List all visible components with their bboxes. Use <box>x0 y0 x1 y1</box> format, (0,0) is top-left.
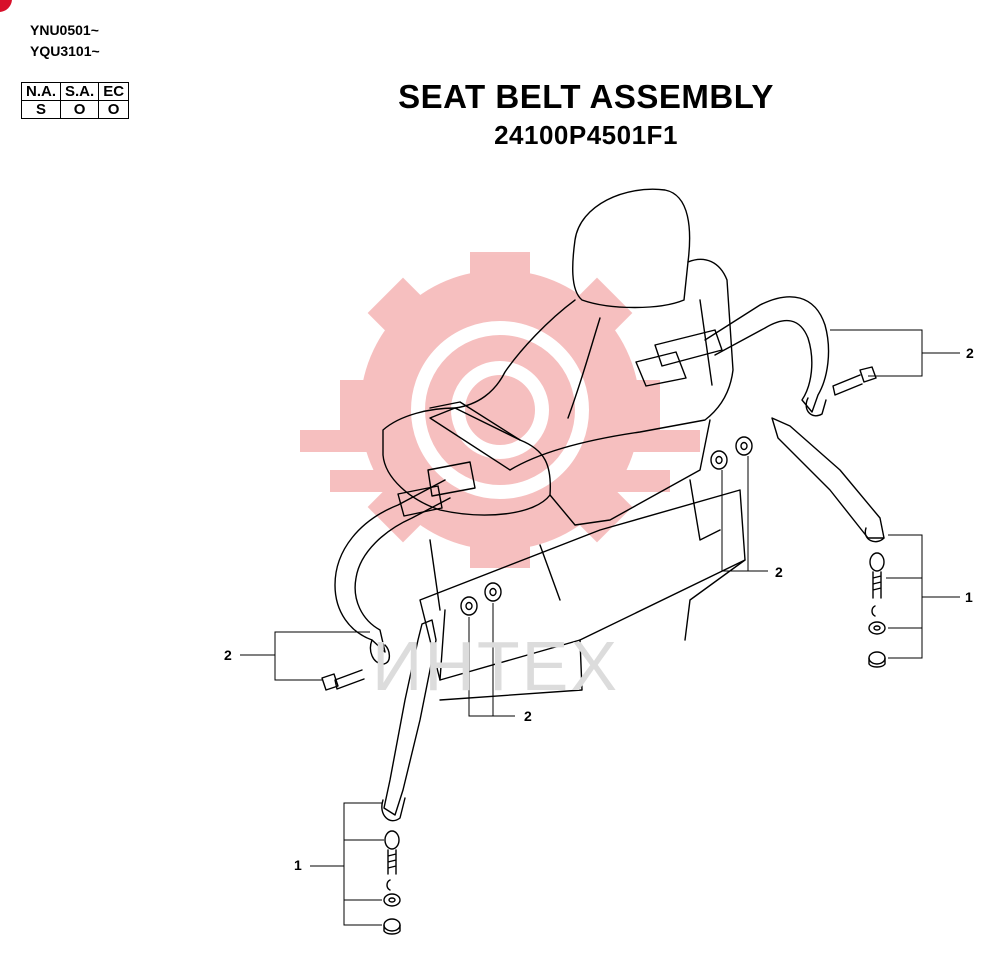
bolt-upper-right <box>832 366 877 396</box>
leader-c2 <box>886 534 960 659</box>
left-belt-webbing <box>334 479 451 653</box>
left-strap <box>383 619 437 816</box>
callout-label-c5: 2 <box>524 708 532 724</box>
spec-table-header-row: N.A. S.A. EC <box>21 82 130 101</box>
spec-header-ec: EC <box>98 82 130 101</box>
callout-label-c4: 2 <box>224 647 232 663</box>
callout-label-c1: 2 <box>966 345 974 361</box>
spec-table-value-row: S O O <box>21 100 130 119</box>
seat-backrest <box>429 258 734 471</box>
callout-label-c3: 2 <box>775 564 783 580</box>
left-belt-tongue <box>397 461 476 517</box>
watermark-text: ИНТЕХ <box>372 627 620 705</box>
callout-label-c2: 1 <box>965 589 973 605</box>
callout-label-c6: 1 <box>294 857 302 873</box>
diagram-title: SEAT BELT ASSEMBLY <box>398 78 774 115</box>
serial-range-1: YNU0501~ <box>30 22 99 38</box>
left-belt-anchor-end <box>369 639 391 665</box>
part-number: 24100P4501F1 <box>494 120 678 150</box>
leader-c6 <box>310 802 384 926</box>
spec-value-ec: O <box>98 100 130 119</box>
seat-cushion <box>382 407 552 516</box>
right-belt-buckle <box>635 329 723 387</box>
seat-cushion-front <box>429 401 711 526</box>
bolt-left <box>321 669 365 691</box>
leader-c5 <box>468 603 515 717</box>
right-belt-anchor-end <box>805 397 827 417</box>
leader-c3 <box>721 456 768 572</box>
hardware-stack-right <box>868 552 886 668</box>
leader-c4 <box>240 631 370 681</box>
seat-backrest-inner <box>567 299 713 419</box>
seat-rail <box>429 479 721 611</box>
right-belt-webbing <box>704 296 830 413</box>
right-strap-plate <box>864 527 885 543</box>
spec-value-sa: O <box>59 100 100 119</box>
spec-header-sa: S.A. <box>59 82 100 101</box>
watermark-gear-logo <box>300 252 700 568</box>
left-strap-plate <box>381 797 406 822</box>
serial-range-2: YQU3101~ <box>30 43 100 59</box>
hardware-stack-left <box>383 830 401 935</box>
serial-range-block: YNU0501~ YQU3101~ <box>30 20 100 62</box>
right-strap <box>771 417 885 539</box>
seat-base-lower <box>439 559 746 701</box>
callout-leaders <box>240 329 960 926</box>
leader-c1 <box>830 329 960 377</box>
market-spec-table: N.A. S.A. EC S O O <box>21 82 130 119</box>
nut-pair-right <box>710 436 753 470</box>
nut-pair-center <box>460 582 502 616</box>
